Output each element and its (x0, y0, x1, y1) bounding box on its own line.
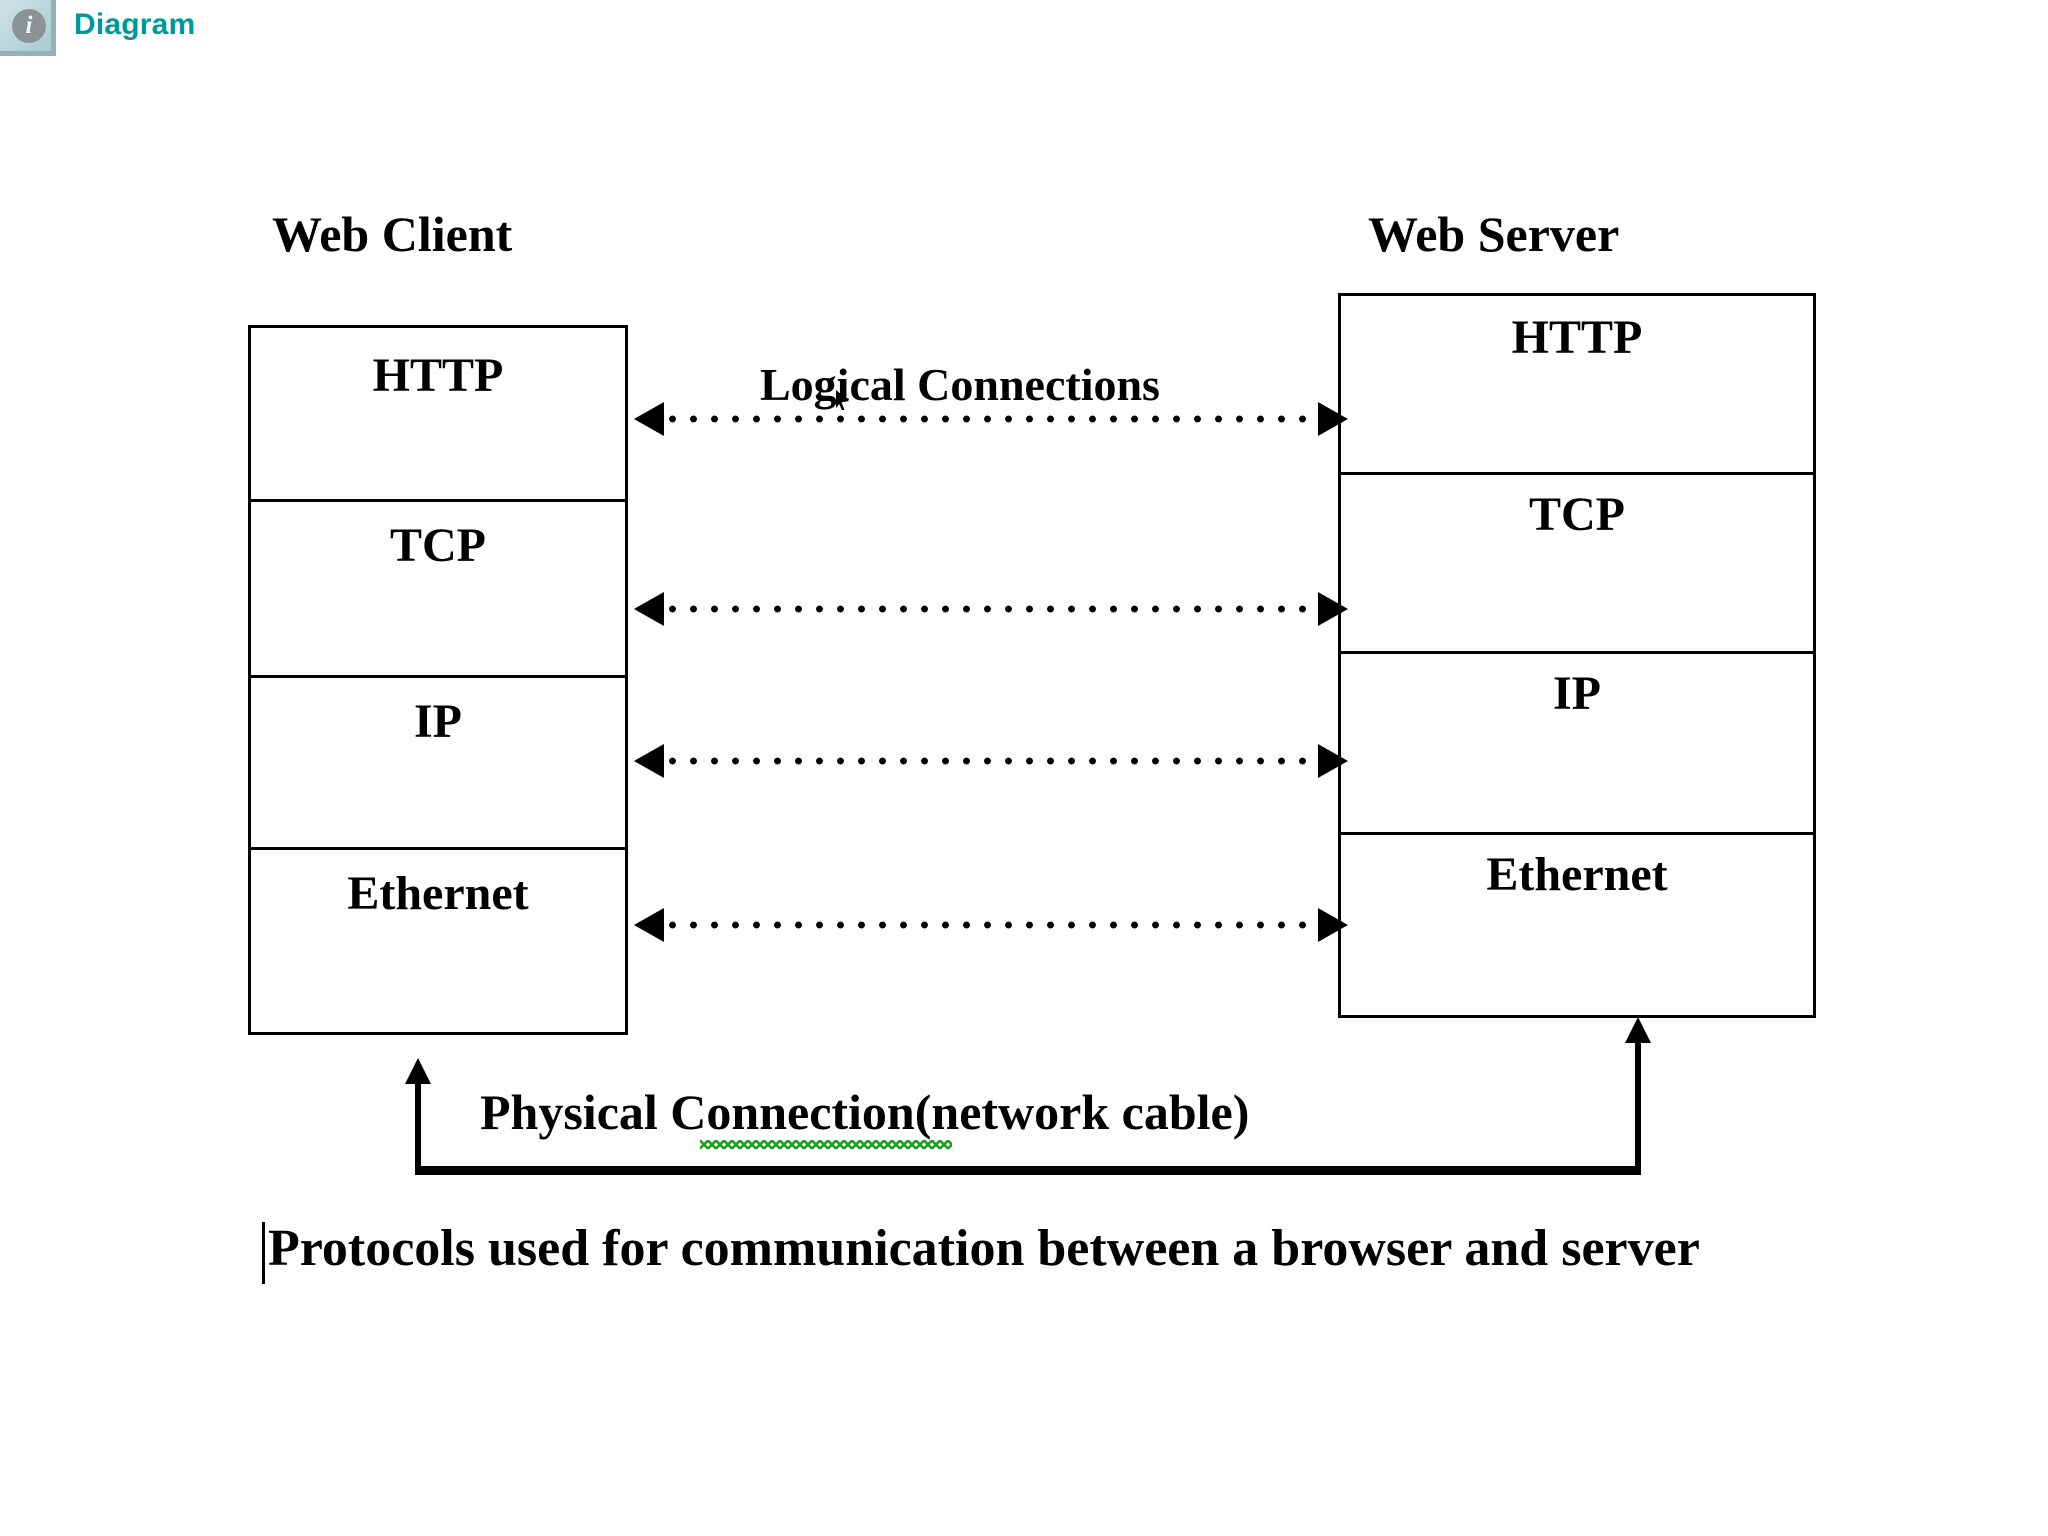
arrowhead-up-right-icon (1625, 1017, 1651, 1043)
spellcheck-underline (700, 1140, 952, 1149)
arrowhead-right-icon (1318, 592, 1348, 626)
server-layer-ethernet-label: Ethernet (1486, 848, 1668, 901)
physical-connection-right-riser (1635, 1034, 1641, 1171)
web-client-stack: HTTP TCP IP Ethernet (248, 325, 628, 1035)
text-caret (262, 1222, 265, 1284)
physical-connection-line (415, 1166, 1641, 1175)
server-layer-ethernet: Ethernet (1341, 835, 1813, 1015)
web-server-stack: HTTP TCP IP Ethernet (1338, 293, 1816, 1018)
header-bar: i Diagram (0, 0, 2048, 62)
client-layer-ip: IP (251, 678, 625, 850)
web-client-title: Web Client (272, 206, 513, 262)
client-layer-tcp-label: TCP (390, 519, 486, 572)
arrowhead-right-icon (1318, 402, 1348, 436)
arrowhead-left-icon (634, 592, 664, 626)
physical-connection-left-riser (415, 1075, 421, 1171)
server-layer-http: HTTP (1341, 296, 1813, 475)
logical-connection-arrow-ethernet (634, 908, 1348, 942)
web-server-title: Web Server (1368, 206, 1620, 262)
physical-connection-label: Physical Connection(network cable) (480, 1084, 1250, 1140)
client-layer-ethernet: Ethernet (251, 850, 625, 1032)
arrowhead-up-left-icon (405, 1058, 431, 1084)
server-layer-ip-label: IP (1553, 667, 1601, 720)
client-layer-tcp: TCP (251, 502, 625, 678)
arrowhead-left-icon (634, 908, 664, 942)
server-layer-ip: IP (1341, 654, 1813, 835)
diagram-caption: Protocols used for communication between… (268, 1220, 1700, 1277)
dotted-line (662, 415, 1320, 423)
info-icon: i (0, 0, 56, 56)
info-circle-shape: i (12, 9, 46, 43)
logical-connection-arrow-tcp (634, 592, 1348, 626)
dotted-line (662, 605, 1320, 613)
logical-connection-arrow-ip (634, 744, 1348, 778)
arrowhead-left-icon (634, 744, 664, 778)
page-title: Diagram (74, 8, 196, 41)
server-layer-tcp-label: TCP (1529, 488, 1625, 541)
server-layer-http-label: HTTP (1511, 311, 1643, 364)
dotted-line (662, 757, 1320, 765)
info-letter-glyph: i (25, 12, 33, 39)
logical-connection-arrow-http (634, 402, 1348, 436)
arrowhead-right-icon (1318, 744, 1348, 778)
client-layer-http: HTTP (251, 328, 625, 502)
logical-connections-label: Logical Connections (760, 359, 1160, 410)
arrowhead-right-icon (1318, 908, 1348, 942)
dotted-line (662, 921, 1320, 929)
arrowhead-left-icon (634, 402, 664, 436)
client-layer-http-label: HTTP (372, 349, 504, 402)
server-layer-tcp: TCP (1341, 475, 1813, 654)
client-layer-ip-label: IP (414, 695, 462, 748)
client-layer-ethernet-label: Ethernet (347, 867, 529, 920)
